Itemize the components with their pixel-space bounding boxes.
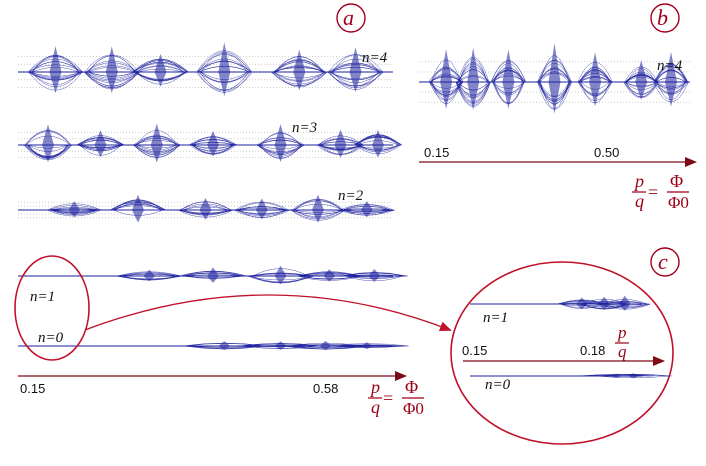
- panel-b-axis-label-phi0: Φ0: [668, 193, 689, 212]
- band-n0: [18, 340, 409, 351]
- axis-label-phi: Φ: [405, 377, 418, 397]
- panel-b: n=4 0.15 0.50 p q = Φ Φ0 b: [419, 3, 697, 212]
- panel-b-band-label: n=4: [657, 58, 683, 74]
- band-n3: [18, 123, 403, 163]
- band-label-n1: n=1: [30, 289, 55, 305]
- zoom-arrow: [84, 294, 452, 332]
- panel-b-tick-1: 0.50: [594, 145, 619, 160]
- panel-a-letter: a: [343, 5, 354, 30]
- panel-b-badge: [650, 3, 680, 33]
- panel-b-axis-label-p: p: [633, 171, 644, 191]
- panel-a-tick-0: 0.15: [20, 381, 45, 396]
- panel-c-tick-1: 0.18: [580, 343, 605, 358]
- panel-b-axis-label: p q = Φ Φ0: [632, 171, 689, 212]
- panel-a-badge: [336, 3, 366, 33]
- panel-b-tick-0: 0.15: [424, 145, 449, 160]
- band-c-n1: [470, 295, 651, 311]
- panel-b-axis-label-q: q: [635, 191, 644, 211]
- panel-a: n=4 n=3 n=2 n=1 n=0 0.15 0.58 p q = Φ Φ0…: [14, 3, 452, 418]
- axis-label-q: q: [371, 397, 380, 417]
- band-n2: [18, 194, 395, 223]
- panel-c-axis-label-q: q: [618, 342, 627, 361]
- band-b-n4: [419, 43, 690, 114]
- panel-c-band-label-n0: n=0: [485, 377, 511, 393]
- band-label-n2: n=2: [338, 188, 364, 204]
- band-c-n0: [470, 373, 673, 379]
- panel-c-band-label-n1: n=1: [483, 310, 508, 326]
- band-label-n3: n=3: [292, 120, 317, 136]
- panel-b-axis-label-equals: =: [648, 182, 658, 202]
- panel-c-badge: [650, 247, 680, 277]
- panel-c-zoom-ellipse: [450, 261, 674, 445]
- band-label-n0: n=0: [38, 330, 64, 346]
- panel-a-tick-1: 0.58: [313, 381, 338, 396]
- panel-c: n=1 n=0 0.15 0.18 p q c: [450, 247, 680, 445]
- panel-b-band: [419, 43, 690, 114]
- band-n4: [18, 42, 393, 97]
- panel-c-axis-label-p: p: [617, 323, 627, 342]
- axis-label-phi0: Φ0: [403, 399, 424, 418]
- panel-c-tick-0: 0.15: [462, 343, 487, 358]
- axis-label-equals: =: [383, 388, 393, 408]
- panel-c-bands: [470, 295, 673, 379]
- axis-label-p: p: [369, 377, 380, 397]
- panel-b-axis-label-phi: Φ: [670, 171, 683, 191]
- panel-c-axis-label: p q: [615, 323, 629, 361]
- panel-a-axis-label: p q = Φ Φ0: [368, 377, 424, 418]
- band-label-n4: n=4: [362, 50, 388, 66]
- selection-ellipse: [14, 255, 90, 361]
- panel-c-letter: c: [658, 249, 668, 274]
- panel-b-letter: b: [657, 5, 668, 30]
